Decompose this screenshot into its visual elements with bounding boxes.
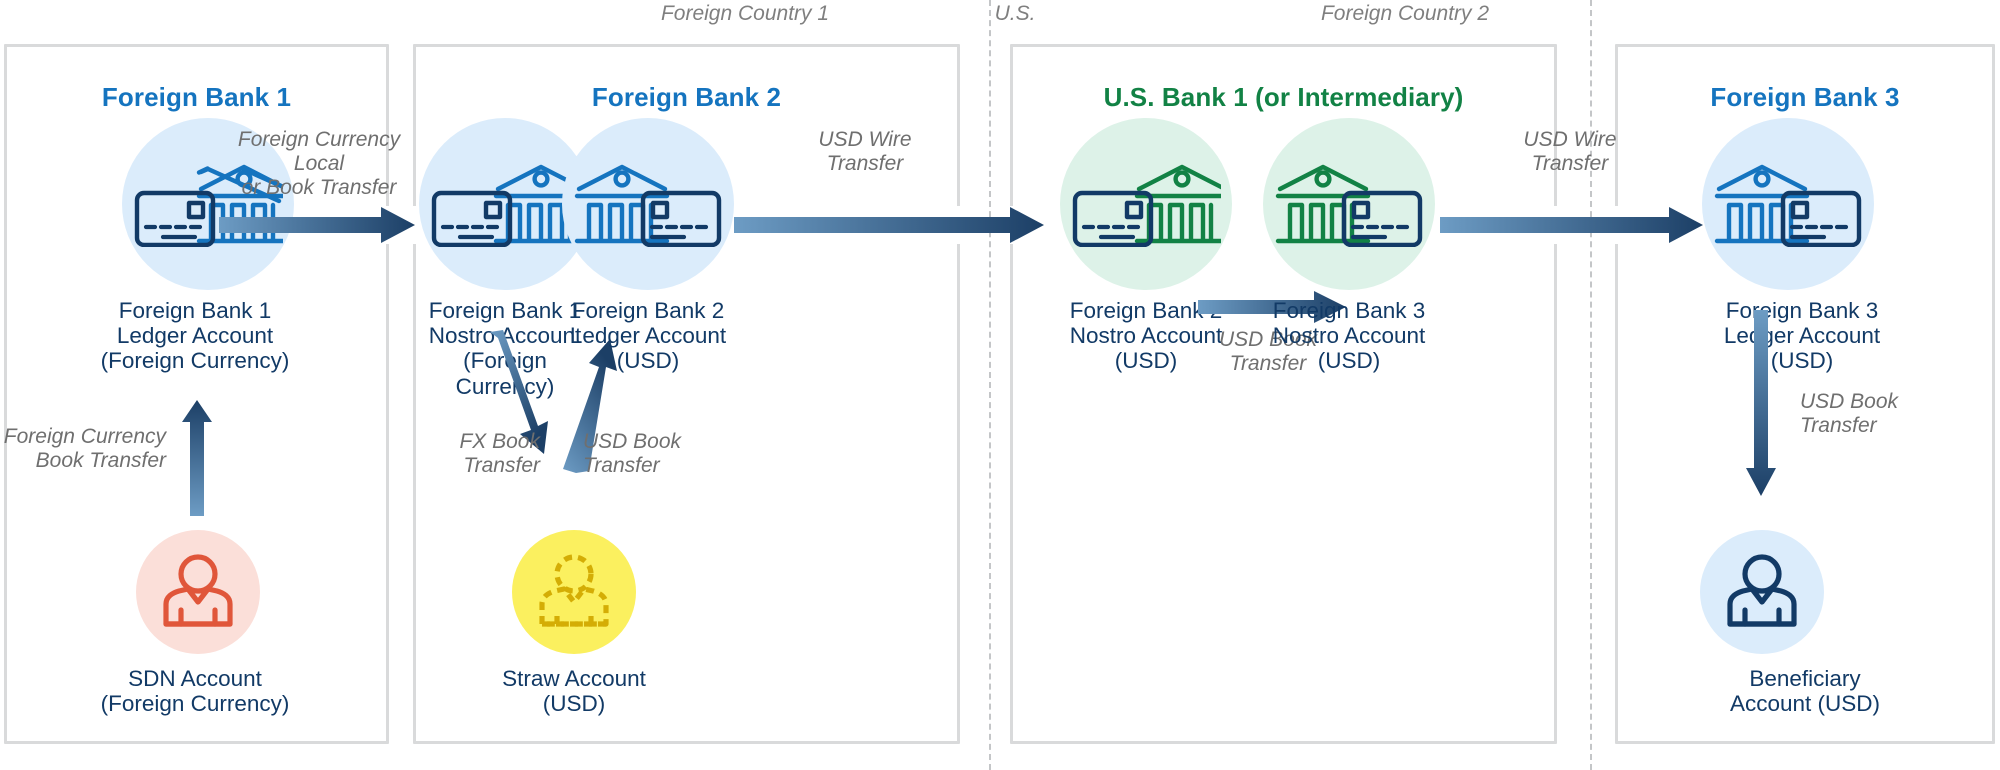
country-divider-1	[989, 0, 991, 770]
node-circle-sdn[interactable]	[136, 530, 260, 654]
country-label-us: U.S.	[994, 2, 1036, 25]
edge-label-foreign-currency-book-transfer: Foreign Currency Book Transfer	[3, 425, 166, 472]
node-label-fb2-ledger: Foreign Bank 2 Ledger Account (USD)	[569, 298, 727, 374]
edge-label-usd-book-transfer-straw: USD Book Transfer	[583, 430, 682, 477]
arrow-fx-book-transfer	[490, 330, 548, 454]
arrow-foreign-currency-local-or-book-transfer	[219, 207, 415, 243]
node-label-straw: Straw Account (USD)	[502, 666, 646, 717]
edge-label-usd-wire-transfer-1: USD Wire Transfer	[818, 128, 912, 175]
arrow-usd-wire-transfer-1	[734, 207, 1044, 243]
node-label-fb1-ledger: Foreign Bank 1 Ledger Account (Foreign C…	[100, 298, 290, 374]
arrow-usd-book-transfer-beneficiary	[1746, 310, 1776, 496]
node-circle-fb3-ledger[interactable]	[1702, 118, 1874, 290]
panel-us-bank-1	[1010, 44, 1557, 744]
arrow-usd-wire-transfer-2	[1440, 207, 1703, 243]
edge-label-usd-book-transfer-intermediary: USD Book Transfer	[1218, 328, 1318, 375]
arrow-usd-book-transfer-straw	[563, 339, 617, 473]
node-circle-fb3-nostro[interactable]	[1263, 118, 1435, 290]
person-solid-icon	[163, 554, 233, 627]
edge-label-foreign-currency-local-or-book-transfer: Foreign Currency Local or Book Transfer	[237, 128, 401, 199]
panel-title-us-bank-1: U.S. Bank 1 (or Intermediary)	[1103, 82, 1464, 112]
person-solid-icon	[1727, 554, 1797, 627]
country-divider-2	[1590, 0, 1592, 770]
arrow-foreign-currency-book-transfer	[182, 400, 212, 516]
panel-foreign-bank-3	[1615, 44, 1995, 744]
edge-label-usd-wire-transfer-2: USD Wire Transfer	[1523, 128, 1617, 175]
country-label-foreign-country-2: Foreign Country 2	[1320, 2, 1490, 25]
node-label-fb1-nostro: Foreign Bank 1 Nostro Account (Foreign C…	[428, 298, 582, 399]
node-label-fb3-nostro: Foreign Bank 3 Nostro Account (USD)	[1272, 298, 1426, 374]
bank-card-icon	[431, 164, 580, 247]
node-label-fb2-nostro: Foreign Bank 2 Nostro Account (USD)	[1069, 298, 1223, 374]
panel-foreign-bank-2	[413, 44, 960, 744]
bank-card-green-icon	[1072, 164, 1221, 247]
bank-card-mirror-icon	[1714, 164, 1862, 247]
edge-label-usd-book-transfer-beneficiary: USD Book Transfer	[1800, 390, 1899, 437]
node-circle-fb1-ledger[interactable]	[122, 118, 294, 290]
arrow-usd-book-transfer-intermediary	[1198, 291, 1346, 323]
node-label-fb3-ledger: Foreign Bank 3 Ledger Account (USD)	[1724, 298, 1881, 374]
bank-card-green-mirror-icon	[1275, 164, 1423, 247]
node-circle-fb2-nostro[interactable]	[1060, 118, 1232, 290]
node-circle-beneficiary[interactable]	[1700, 530, 1824, 654]
node-circle-straw[interactable]	[512, 530, 636, 654]
node-label-beneficiary: Beneficiary Account (USD)	[1729, 666, 1881, 717]
panel-title-foreign-bank-3: Foreign Bank 3	[1710, 82, 1900, 112]
edge-label-fx-book-transfer: FX Book Transfer	[459, 430, 540, 477]
node-label-sdn: SDN Account (Foreign Currency)	[100, 666, 290, 717]
panel-foreign-bank-1	[4, 44, 389, 744]
bank-card-mirror-icon	[574, 164, 722, 247]
panel-title-foreign-bank-1: Foreign Bank 1	[101, 82, 292, 112]
node-circle-fb2-ledger[interactable]	[562, 118, 734, 290]
panel-title-foreign-bank-2: Foreign Bank 2	[591, 82, 782, 112]
country-label-foreign-country-1: Foreign Country 1	[660, 2, 830, 25]
person-dashed-icon	[539, 554, 609, 627]
